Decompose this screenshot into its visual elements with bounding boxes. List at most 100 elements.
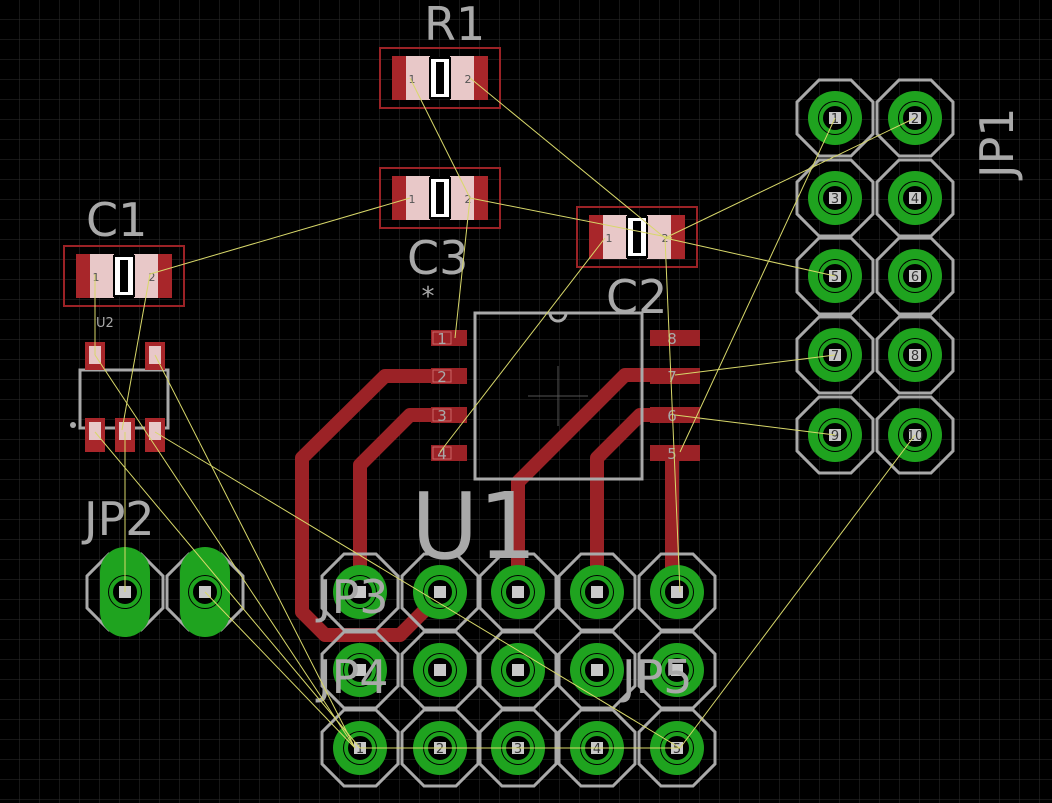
jp1-pad[interactable]: 6 (875, 236, 955, 316)
pad-number: 4 (911, 192, 919, 207)
pad-drill (671, 586, 683, 598)
u2-pin1-dot (70, 422, 76, 428)
header-pad[interactable] (478, 552, 558, 632)
pad-inner-ring (661, 654, 693, 686)
airwire (154, 431, 681, 749)
airwire (94, 354, 356, 749)
u1-pin-number: 7 (667, 368, 677, 386)
header-pad[interactable] (637, 630, 717, 710)
airwire (469, 77, 666, 239)
pad-number: 7 (831, 349, 839, 364)
pad-number: 1 (831, 112, 839, 127)
pad-number: 1 (356, 742, 364, 757)
u1-origin-cross (528, 366, 588, 426)
u1-pin1-marker: * (422, 282, 435, 312)
airwires (94, 77, 916, 749)
pad-outline (875, 236, 955, 316)
header-pad[interactable] (478, 630, 558, 710)
pad-drill (512, 586, 524, 598)
header-pad[interactable] (400, 630, 480, 710)
c3-label: C3 (407, 231, 468, 285)
c3-outline (379, 167, 501, 229)
airwire (154, 354, 356, 749)
pad-outline (400, 708, 480, 788)
pad-number: 4 (593, 742, 601, 757)
c2-gap (633, 221, 641, 253)
header-pad[interactable] (400, 552, 480, 632)
pad-inner-ring (661, 576, 693, 608)
c1-label: C1 (86, 193, 147, 247)
pad-outline (400, 552, 480, 632)
pad-inner-ring (581, 576, 613, 608)
header-pad[interactable] (320, 552, 400, 632)
u1-pin-number: 5 (667, 445, 677, 463)
header-pad[interactable] (557, 552, 637, 632)
c2-label: C2 (606, 270, 667, 324)
pad-inner-ring (899, 339, 931, 371)
pad-number: 9 (831, 429, 839, 444)
pad-outline (478, 708, 558, 788)
pad-drill (909, 349, 921, 361)
u2-package[interactable]: U2 (70, 316, 170, 452)
pad-number: 10 (907, 429, 924, 444)
airwire (439, 237, 606, 453)
airwire (674, 414, 836, 436)
jp1-pad[interactable]: 8 (875, 315, 955, 395)
header-pad[interactable] (557, 630, 637, 710)
c2-pad-1-number: 1 (606, 232, 613, 245)
pad-drill (354, 664, 366, 676)
u1-pin-left-mark (432, 446, 452, 460)
u1-pin-left-mark (432, 369, 452, 383)
jp1-pad[interactable]: 3 (795, 158, 875, 238)
pad-inner-ring (502, 654, 534, 686)
pad-outline (795, 315, 875, 395)
header-pad[interactable] (320, 630, 400, 710)
u1-pin-left (431, 330, 467, 346)
u1-pin-number: 8 (667, 330, 677, 348)
pad-inner-ring (819, 419, 851, 451)
pad-outline (795, 236, 875, 316)
u1-pin-number: 4 (437, 445, 447, 463)
c3-pad-1-number: 1 (409, 193, 416, 206)
c1-body-left (90, 254, 114, 298)
u1-pin-left-mark (432, 331, 452, 345)
pad-outline (320, 708, 400, 788)
r1-outline (379, 47, 501, 109)
pad-outline (795, 158, 875, 238)
pad-inner-ring (819, 260, 851, 292)
airwire (674, 354, 836, 376)
airwire (664, 117, 916, 239)
c2-body-left (603, 215, 627, 259)
trace-u1-pin2 (295, 369, 447, 642)
pad-drill (354, 586, 366, 598)
c3-pad-2-number: 2 (465, 193, 472, 206)
airwire (679, 117, 836, 453)
r1-gap (436, 62, 444, 94)
airwire (679, 434, 916, 749)
pad-outline (400, 630, 480, 710)
pad-drill (434, 586, 446, 598)
pad-number: 6 (911, 270, 919, 285)
pad-drill (909, 270, 921, 282)
airwire (121, 273, 151, 431)
header-pad[interactable] (637, 552, 717, 632)
pad-inner-ring (424, 576, 456, 608)
pad-inner-ring (899, 260, 931, 292)
u1-outline (473, 311, 644, 481)
u1-pin-right (650, 368, 700, 384)
airwire (204, 591, 356, 749)
pad-inner-ring (424, 654, 456, 686)
airwire (469, 197, 673, 239)
pad-inner-ring (819, 102, 851, 134)
jp3-label: JP3 (315, 570, 389, 624)
pad-inner-ring (899, 182, 931, 214)
jp1-pad[interactable]: 4 (875, 158, 955, 238)
pad-outline (478, 630, 558, 710)
